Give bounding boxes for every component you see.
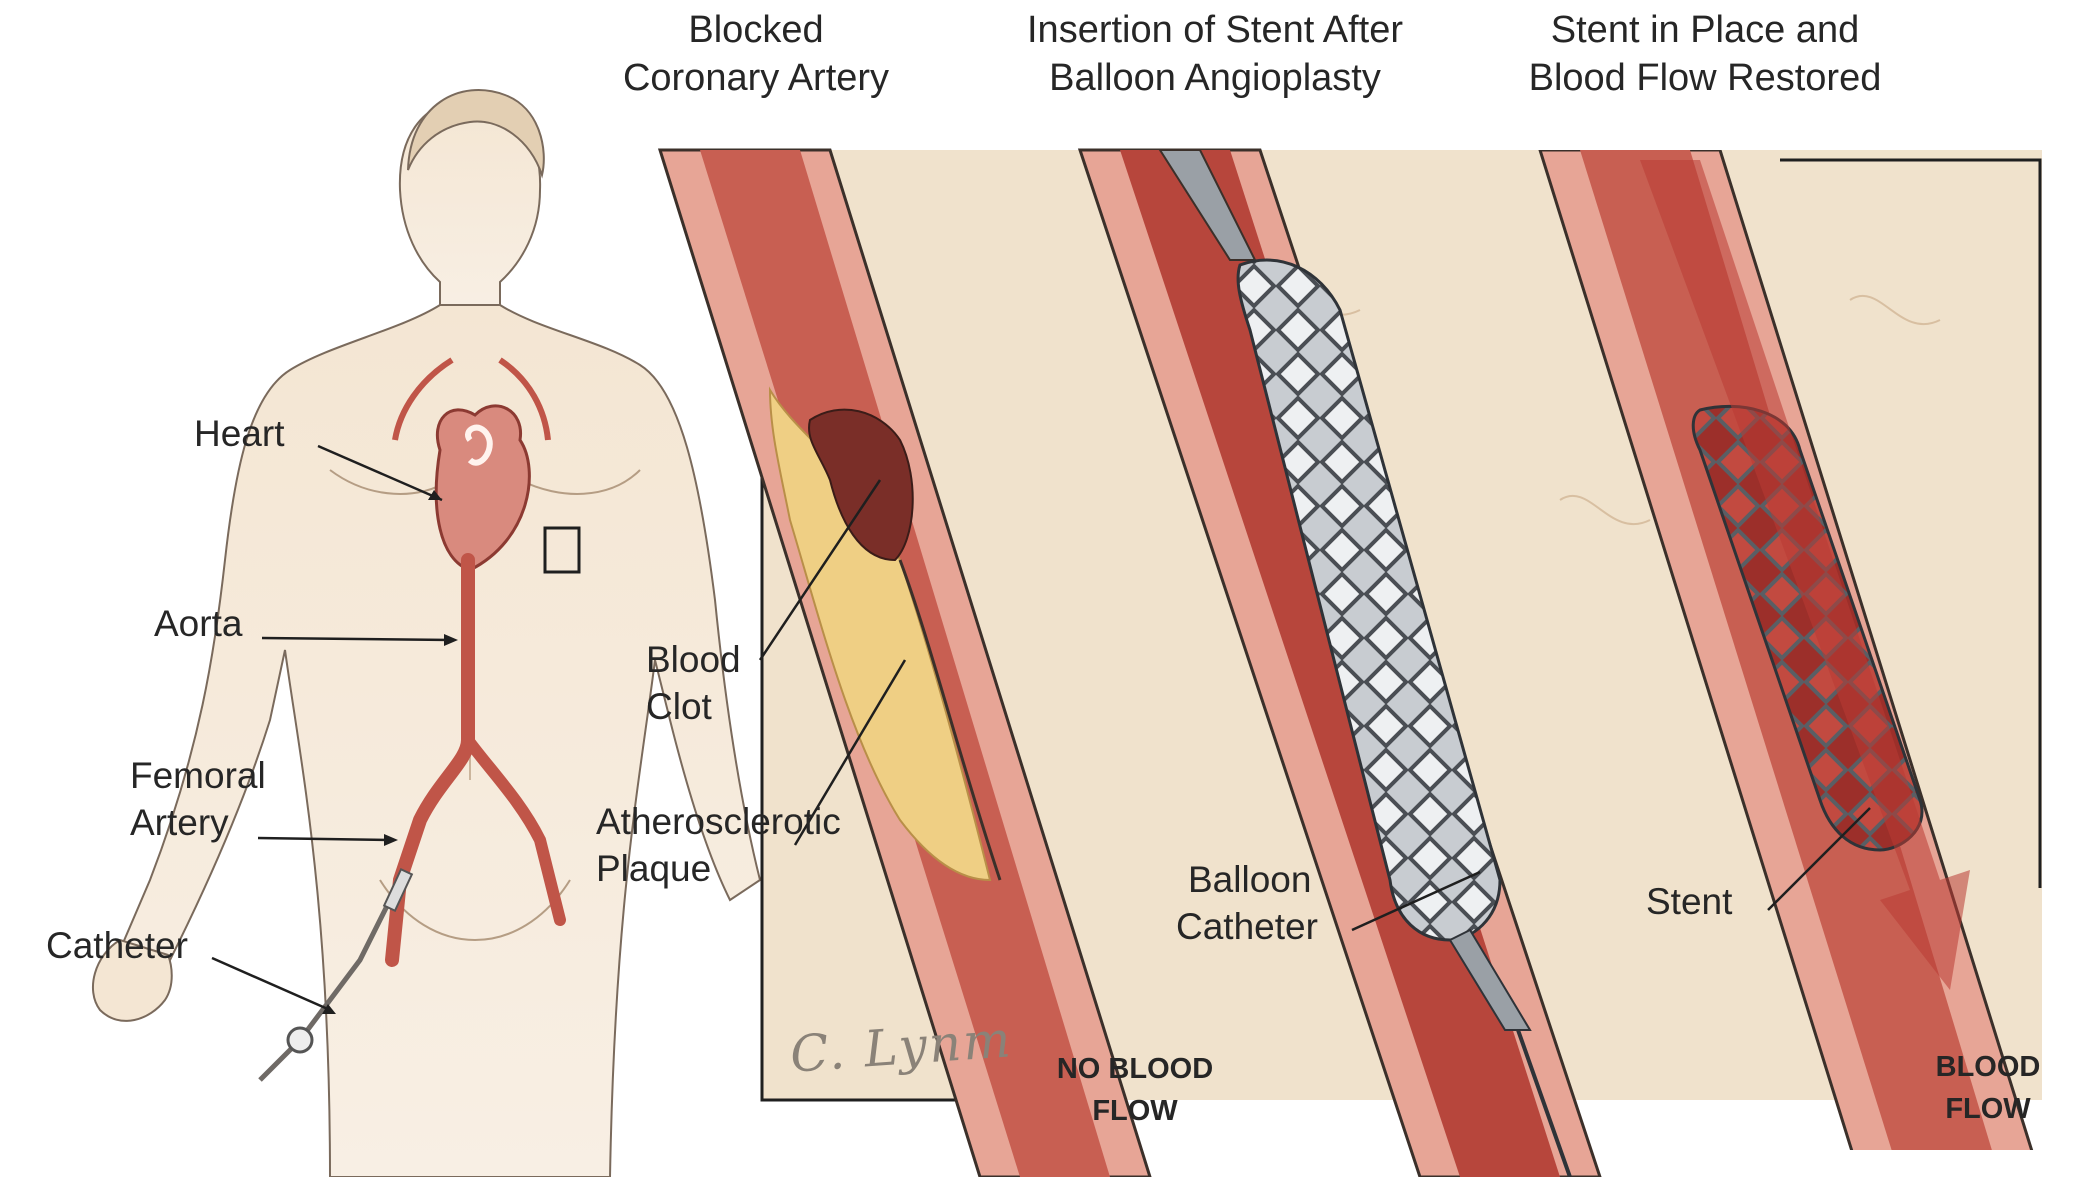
label-plaque-line2: Plaque bbox=[596, 845, 841, 892]
label-atherosclerotic-plaque: Atherosclerotic Plaque bbox=[596, 798, 841, 892]
label-balloon-catheter: Balloon Catheter bbox=[1176, 856, 1318, 950]
panel-title-restored-line1: Stent in Place and bbox=[1490, 6, 1920, 54]
label-aorta: Aorta bbox=[154, 600, 242, 647]
label-femoral-artery: Femoral Artery bbox=[130, 752, 266, 846]
panel-title-blocked: Blocked Coronary Artery bbox=[596, 6, 916, 102]
panel-title-blocked-line1: Blocked bbox=[596, 6, 916, 54]
panel-title-insertion: Insertion of Stent After Balloon Angiopl… bbox=[990, 6, 1440, 102]
label-catheter: Catheter bbox=[46, 922, 188, 969]
label-femoral-line1: Femoral bbox=[130, 752, 266, 799]
panel-title-insertion-line1: Insertion of Stent After bbox=[990, 6, 1440, 54]
label-balloon-line2: Catheter bbox=[1176, 903, 1318, 950]
label-stent: Stent bbox=[1646, 878, 1732, 925]
label-femoral-line2: Artery bbox=[130, 799, 266, 846]
label-balloon-line1: Balloon bbox=[1176, 856, 1318, 903]
label-blood-clot-line1: Blood bbox=[646, 636, 741, 683]
label-blood-clot: Blood Clot bbox=[646, 636, 741, 730]
label-blood-flow-line2: FLOW bbox=[1918, 1088, 2058, 1130]
panel-title-restored-line2: Blood Flow Restored bbox=[1490, 54, 1920, 102]
label-no-blood-flow-line2: FLOW bbox=[1040, 1090, 1230, 1132]
label-heart: Heart bbox=[194, 410, 284, 457]
label-no-blood-flow-line1: NO BLOOD bbox=[1040, 1048, 1230, 1090]
label-no-blood-flow: NO BLOOD FLOW bbox=[1040, 1048, 1230, 1132]
panel-title-restored: Stent in Place and Blood Flow Restored bbox=[1490, 6, 1920, 102]
label-blood-clot-line2: Clot bbox=[646, 683, 741, 730]
panel-title-insertion-line2: Balloon Angioplasty bbox=[990, 54, 1440, 102]
label-blood-flow-line1: BLOOD bbox=[1918, 1046, 2058, 1088]
label-plaque-line1: Atherosclerotic bbox=[596, 798, 841, 845]
panel-title-blocked-line2: Coronary Artery bbox=[596, 54, 916, 102]
label-blood-flow: BLOOD FLOW bbox=[1918, 1046, 2058, 1130]
